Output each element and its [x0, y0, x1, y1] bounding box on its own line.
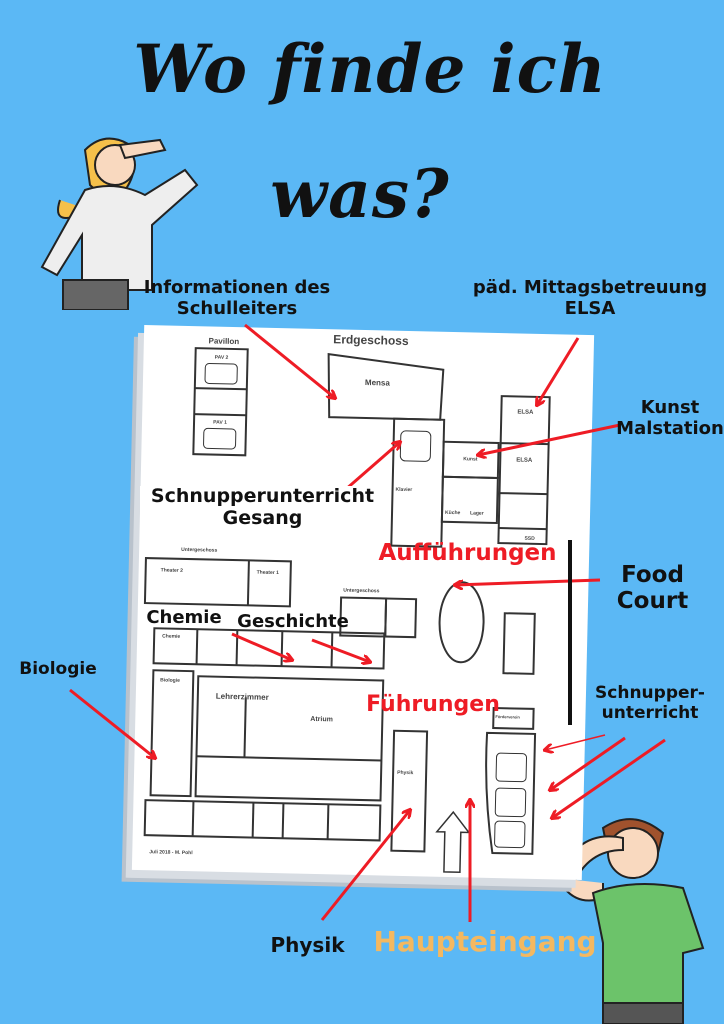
label-gesang-line-1: Schnupperunterricht	[150, 485, 375, 507]
label-schnupper-line-1: Schnupper-	[595, 683, 705, 703]
label-haupteingang: Haupteingang	[373, 925, 597, 958]
floorplan-elsa-2: ELSA	[516, 457, 533, 463]
chemie-row	[152, 627, 386, 670]
floorplan-kueche: Küche	[445, 510, 461, 516]
label-geschichte: Geschichte	[237, 611, 349, 632]
bottom-row	[143, 799, 382, 842]
floorplan-lehrerzimmer: Lehrerzimmer	[216, 692, 269, 702]
arrow-kunst	[478, 423, 621, 455]
arrow-gesang	[344, 442, 400, 492]
biologie-column	[149, 669, 195, 798]
arrow-schnupper-2	[550, 736, 626, 790]
arrow-schulleiter	[244, 323, 335, 398]
floorplan-kunst: Kunst	[463, 456, 478, 462]
floorplan-untergeschoss-1: Untergeschoss	[181, 547, 217, 554]
label-kunst-line-1: Kunst	[640, 397, 700, 418]
floorplan-physik: Physik	[397, 770, 413, 776]
entrance-arrow-icon	[435, 810, 471, 874]
right-wing	[485, 731, 537, 855]
title-line-2: was?	[270, 155, 450, 233]
label-food-court-line-1: Food	[621, 562, 684, 588]
floorplan-atrium: Atrium	[310, 716, 333, 724]
theater-block	[143, 557, 292, 608]
arrow-schnupper-1	[545, 734, 606, 750]
arrow-physik	[320, 810, 410, 921]
label-auffuehrungen: Aufführungen	[378, 540, 557, 566]
arrow-biologie	[69, 688, 155, 758]
woman-looking-illustration	[40, 137, 199, 310]
arrow-chemie	[231, 632, 292, 660]
arrow-food-court	[455, 578, 601, 585]
label-fuehrungen: Führungen	[366, 692, 500, 717]
floorplan-pav1: PAV 1	[213, 420, 227, 426]
label-kunst: Kunst Malstation	[615, 397, 724, 439]
floorplan-ssd: SSD	[524, 536, 535, 542]
floorplan-lager: Lager	[470, 510, 484, 516]
label-physik: Physik	[270, 933, 345, 957]
label-kunst-line-2: Malstation	[616, 417, 724, 439]
floorplan-theater-2: Theater 2	[161, 567, 184, 574]
label-elsa-line-1: päd. Mittagsbetreuung	[472, 277, 708, 298]
floorplan-mensa: Mensa	[365, 378, 391, 388]
label-food-court-line-2: Court	[616, 588, 689, 615]
label-biologie: Biologie	[19, 659, 97, 679]
label-schulleiter-line-2: Schulleiters	[176, 297, 298, 319]
floorplan-theater-1: Theater 1	[257, 570, 280, 577]
floorplan-chemie: Chemie	[162, 633, 180, 639]
elsa-wing	[497, 395, 551, 546]
floorplan-klavier: Klavier	[395, 487, 412, 493]
atrium-block	[194, 675, 385, 802]
label-chemie: Chemie	[146, 607, 222, 628]
label-schnupper-line-2: unterricht	[601, 702, 699, 723]
floorplan-foerderverein: Förderverein	[495, 714, 520, 720]
label-food-court: Food Court	[600, 562, 705, 615]
floorplan-untergeschoss-2: Untergeschoss	[343, 588, 379, 595]
title-line-1: Wo finde ich	[133, 30, 607, 108]
floorplan-footer: Juli 2018 - M. Pohl	[149, 849, 193, 856]
pavillon-building	[192, 347, 249, 457]
physik-block	[390, 729, 429, 853]
wc-block	[502, 612, 536, 675]
arrow-geschichte	[311, 638, 370, 662]
arrow-schnupper-3	[552, 738, 666, 818]
floorplan-pavillon: Pavillon	[208, 336, 239, 346]
label-elsa: päd. Mittagsbetreuung ELSA	[460, 277, 720, 319]
arrow-elsa	[537, 337, 580, 405]
label-elsa-line-2: ELSA	[564, 297, 616, 319]
floorplan-pav2: PAV 2	[215, 355, 229, 361]
label-schnupper: Schnupper- unterricht	[585, 683, 715, 723]
label-schulleiter: Informationen des Schulleiters	[117, 277, 357, 319]
label-gesang: Schnupperunterricht Gesang	[140, 485, 385, 530]
floorplan-elsa-1: ELSA	[517, 409, 534, 415]
floorplan-erdgeschoss: Erdgeschoss	[333, 332, 409, 348]
floorplan-biologie: Biologie	[160, 677, 180, 683]
label-schulleiter-line-1: Informationen des	[143, 277, 331, 298]
man-looking-illustration	[556, 818, 705, 1024]
label-gesang-line-2: Gesang	[222, 506, 303, 529]
